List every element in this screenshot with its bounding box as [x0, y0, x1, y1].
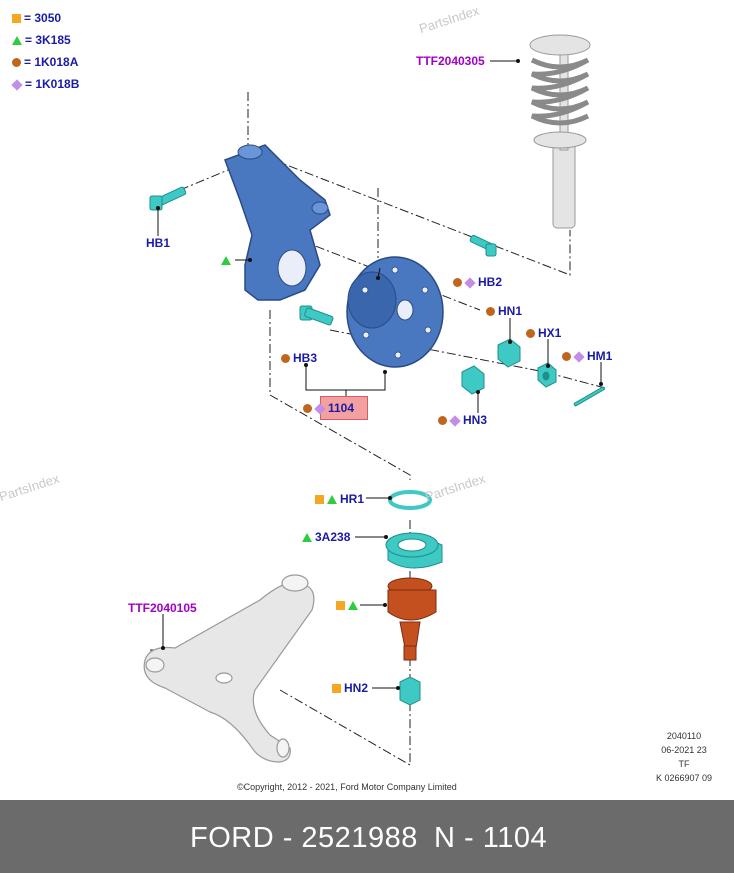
label-text: HB2: [478, 275, 503, 289]
dot-marker-icon: [453, 278, 462, 288]
ref-line-4: K 0266907 09: [655, 773, 713, 783]
legend-text: = 1K018B: [25, 77, 80, 91]
leader-dots: [156, 59, 603, 690]
label-hb2[interactable]: HB2: [453, 275, 502, 289]
nut-hx1: [537, 362, 557, 388]
diamond-marker-icon: [573, 351, 585, 363]
square-marker-icon: [315, 495, 324, 505]
highlight-box-1104: [320, 396, 368, 420]
legend-row-dot: = 1K018A: [12, 54, 78, 70]
label-text: HM1: [587, 349, 613, 363]
label-balljoint-markers: [336, 598, 361, 612]
label-hn1[interactable]: HN1: [486, 304, 522, 318]
label-hb3[interactable]: HB3: [281, 351, 317, 365]
label-ttf-strut[interactable]: TTF2040305: [416, 54, 485, 68]
legend-row-diamond: = 1K018B: [11, 76, 80, 92]
nut-hn2: [399, 676, 421, 706]
square-marker-icon: [12, 14, 21, 24]
dot-marker-icon: [486, 307, 495, 317]
diamond-marker-icon: [314, 403, 326, 415]
label-text: 1104: [328, 401, 355, 415]
legend-row-square: = 3050: [12, 10, 61, 26]
wheel-hub: [346, 256, 444, 368]
diamond-marker-icon: [449, 415, 461, 427]
triangle-marker-icon: [302, 533, 312, 543]
ref-line-2: 06-2021 23: [661, 745, 707, 755]
label-knuckle-marker: [221, 253, 234, 267]
triangle-marker-icon: [12, 36, 22, 46]
diamond-marker-icon: [464, 277, 476, 289]
dot-marker-icon: [12, 58, 21, 68]
triangle-marker-icon: [348, 601, 358, 611]
diamond-marker-icon: [11, 79, 23, 91]
legend-text: = 1K018A: [24, 55, 79, 69]
label-1104[interactable]: 1104: [303, 401, 354, 415]
nut-hn3: [461, 365, 485, 395]
leader-lines: [157, 60, 602, 689]
ref-line-1: 2040110: [666, 731, 702, 741]
label-text: HN3: [463, 413, 488, 427]
seal-3a238: [385, 532, 443, 569]
label-hx1[interactable]: HX1: [526, 326, 561, 340]
hardware-parts: [149, 186, 605, 706]
strut-assembly: [529, 34, 591, 229]
ball-joint: [387, 577, 437, 661]
label-ttf-arm[interactable]: TTF2040105: [128, 601, 197, 615]
square-marker-icon: [336, 601, 345, 611]
footer-part-number: FORD - 2521988: [190, 822, 418, 854]
footer-bar: FORD - 2521988 N - 1104: [0, 800, 734, 873]
label-text: HB3: [293, 351, 318, 365]
label-text: HN1: [498, 304, 523, 318]
label-text: HX1: [538, 326, 562, 340]
bolt-hb2: [469, 234, 497, 257]
label-3a238[interactable]: 3A238: [302, 530, 350, 544]
label-hr1[interactable]: HR1: [315, 492, 364, 506]
lower-control-arm: [143, 574, 315, 763]
triangle-marker-icon: [327, 495, 337, 505]
label-text: HR1: [340, 492, 365, 506]
dot-marker-icon: [526, 329, 535, 339]
triangle-marker-icon: [221, 256, 231, 266]
bolt-hb3: [299, 305, 334, 326]
legend-text: = 3K185: [25, 33, 71, 47]
dot-marker-icon: [303, 404, 312, 414]
legend-row-triangle: = 3K185: [12, 32, 71, 48]
label-text: 3A238: [315, 530, 351, 544]
label-hn3[interactable]: HN3: [438, 413, 487, 427]
label-hm1[interactable]: HM1: [562, 349, 612, 363]
dot-marker-icon: [562, 352, 571, 362]
steering-knuckle: [224, 144, 331, 301]
dot-marker-icon: [281, 354, 290, 364]
dot-marker-icon: [438, 416, 447, 426]
label-hn2[interactable]: HN2: [332, 681, 368, 695]
footer-reference: N - 1104: [434, 822, 548, 854]
legend-text: = 3050: [24, 11, 62, 25]
pin-hm1: [573, 386, 605, 407]
bolt-hb1: [149, 186, 187, 211]
parts-diagram: [143, 34, 606, 766]
copyright-text: ©Copyright, 2012 - 2021, Ford Motor Comp…: [237, 782, 457, 792]
square-marker-icon: [332, 684, 341, 694]
ref-line-3: TF: [678, 759, 690, 769]
label-text: HN2: [344, 681, 369, 695]
label-hb1[interactable]: HB1: [146, 236, 171, 250]
